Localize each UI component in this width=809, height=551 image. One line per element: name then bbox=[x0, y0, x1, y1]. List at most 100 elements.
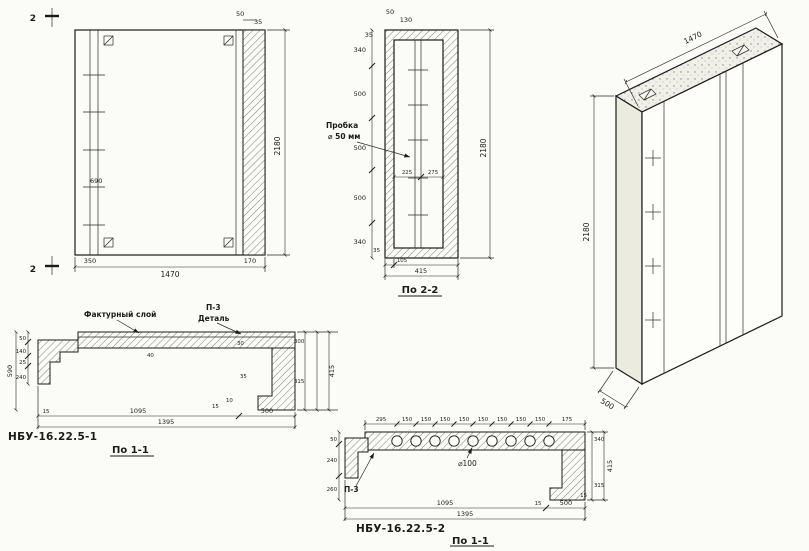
hole-dia-label: ⌀100 bbox=[458, 459, 477, 468]
dim-section-top-130: 130 bbox=[400, 16, 412, 24]
dim-chain-value: 150 bbox=[440, 417, 451, 423]
dim-iso-width: 1470 bbox=[682, 29, 703, 46]
dim-chain-value: 140 bbox=[16, 349, 27, 355]
plug-note-line2: ⌀ 50 мм bbox=[328, 132, 360, 141]
dim-bot-total: 1395 bbox=[158, 418, 175, 426]
dim-inner: 30 bbox=[237, 341, 244, 347]
plug-marks-section bbox=[408, 69, 428, 216]
dim-chain-value: 340 bbox=[354, 238, 366, 246]
dim-bot-500-2: 500 bbox=[560, 499, 572, 507]
dim-front-690: 690 bbox=[90, 177, 102, 185]
front-dimensions: 50 35 690 2180 350 1470 170 bbox=[73, 10, 290, 279]
hole-row bbox=[391, 435, 555, 447]
section-cut-2-bottom: 2 bbox=[30, 256, 59, 275]
dim-chain-value: 295 bbox=[376, 417, 386, 423]
dim-chain-value: 500 bbox=[354, 90, 366, 98]
dim-front-350: 350 bbox=[84, 257, 96, 265]
dim-chain-value: 150 bbox=[497, 417, 508, 423]
dim-front-top-35: 35 bbox=[254, 18, 262, 26]
dim-chain-value: 315 bbox=[594, 483, 604, 489]
panel-side-face bbox=[615, 94, 643, 386]
facing-layer-note: Фактурный слой bbox=[84, 310, 156, 334]
dim-bot-500: 500 bbox=[261, 407, 273, 415]
facing-layer-label: Фактурный слой bbox=[84, 310, 156, 319]
dim-bot-total-2: 1395 bbox=[457, 510, 474, 518]
dim-section-top-50: 50 bbox=[386, 8, 394, 16]
dim-section-top-35: 35 bbox=[365, 31, 373, 39]
dim-chain-value: 175 bbox=[562, 417, 572, 423]
dim-chain-value: 340 bbox=[354, 46, 366, 54]
dim-chain-value: 150 bbox=[535, 417, 546, 423]
section-mark-2-bottom: 2 bbox=[30, 265, 36, 275]
section-1-1-type1-view: Фактурный слой П-3 Деталь 590 50 140 25 … bbox=[6, 303, 338, 457]
section-1-1-type2-view: ⌀100 П-3 295 150 150 150 150 150 150 bbox=[327, 417, 614, 547]
sec1a-dimensions: 590 50 140 25 240 40 30 35 10 15 300 315… bbox=[6, 330, 338, 429]
section-2-2-dimensions: 340 500 500 500 340 2180 50 130 35 225 2… bbox=[354, 8, 494, 280]
dim-inner: 35 bbox=[240, 374, 247, 380]
dim-chain-value: 240 bbox=[327, 458, 338, 464]
plug-note-line1: Пробка bbox=[326, 121, 358, 130]
dim-right-315: 315 bbox=[294, 379, 304, 385]
dim-bot-15: 15 bbox=[43, 409, 50, 415]
dim-chain-value: 150 bbox=[402, 417, 413, 423]
section-1-1-label-a: По 1-1 bbox=[112, 445, 149, 456]
dim-chain-value: 150 bbox=[421, 417, 432, 423]
dim-chain-value: 50 bbox=[330, 437, 337, 443]
lifting-plug-crosses bbox=[645, 150, 661, 328]
dim-front-overall-width: 1470 bbox=[160, 270, 179, 279]
dim-chain-value: 150 bbox=[478, 417, 489, 423]
section-2-2-view: 340 500 500 500 340 2180 50 130 35 225 2… bbox=[326, 8, 494, 297]
key-block-section-2 bbox=[344, 437, 369, 479]
dim-bot-415: 415 bbox=[415, 267, 427, 275]
section-cut-2-top: 2 bbox=[30, 8, 59, 27]
dim-chain-value: 150 bbox=[516, 417, 527, 423]
sec1b-dimensions: 295 150 150 150 150 150 150 150 150 175 … bbox=[327, 417, 614, 521]
key-block-section bbox=[37, 339, 79, 385]
dim-bot-15-2: 15 bbox=[535, 501, 542, 507]
dim-chain-value: 340 bbox=[594, 437, 605, 443]
dim-iso-depth: 500 bbox=[599, 396, 616, 411]
top-chain-ticks bbox=[394, 421, 552, 427]
dim-section-height: 2180 bbox=[479, 138, 488, 157]
dim-bot-35: 35 bbox=[373, 248, 380, 254]
dim-chain-value: 50 bbox=[19, 336, 26, 342]
dim-chain-value: 500 bbox=[354, 194, 366, 202]
section-walls bbox=[384, 29, 459, 259]
detail-p3-note: П-3 Деталь bbox=[198, 303, 242, 335]
dim-mid-225: 225 bbox=[402, 170, 412, 176]
p3-label-2: П-3 bbox=[344, 485, 359, 494]
dim-iso-height: 2180 bbox=[582, 222, 591, 241]
dim-bot-1095: 1095 bbox=[130, 407, 147, 415]
hole-dia-note: ⌀100 bbox=[458, 447, 477, 468]
part-number-1: НБУ-16.22.5-1 bbox=[8, 431, 97, 443]
rib-section bbox=[257, 347, 296, 411]
dim-chain-value: 15 bbox=[580, 493, 587, 499]
dim-right-415: 415 bbox=[328, 365, 336, 377]
dim-chain-value: 240 bbox=[16, 375, 27, 381]
dim-bot-1095-2: 1095 bbox=[437, 499, 454, 507]
detail-label: Деталь bbox=[198, 314, 230, 323]
dim-chain-value: 25 bbox=[19, 360, 26, 366]
p3-label: П-3 bbox=[206, 303, 221, 312]
dim-inner: 40 bbox=[147, 353, 154, 359]
dim-chain-value: 150 bbox=[459, 417, 470, 423]
dim-right-300: 300 bbox=[294, 339, 305, 345]
rib-section-2 bbox=[549, 449, 586, 501]
dim-front-overall-height: 2180 bbox=[273, 136, 282, 155]
isometric-view: 1470 2180 500 bbox=[582, 10, 784, 412]
dim-chain-value: 260 bbox=[327, 487, 338, 493]
part-number-2: НБУ-16.22.5-2 bbox=[356, 523, 445, 535]
dim-front-top-50: 50 bbox=[236, 10, 244, 18]
dim-inner: 15 bbox=[212, 404, 219, 410]
flange-section bbox=[77, 331, 296, 349]
section-1-1-label-b: По 1-1 bbox=[452, 536, 489, 547]
front-elevation-view: 2 2 50 35 690 2180 350 1470 170 bbox=[30, 8, 290, 279]
dim-chain-value: 500 bbox=[354, 144, 366, 152]
dim-front-170: 170 bbox=[244, 257, 256, 265]
plug-note: Пробка ⌀ 50 мм bbox=[326, 121, 411, 158]
section-2-2-label: По 2-2 bbox=[402, 285, 439, 296]
plug-marks bbox=[83, 74, 105, 226]
panel-outline bbox=[74, 29, 266, 256]
